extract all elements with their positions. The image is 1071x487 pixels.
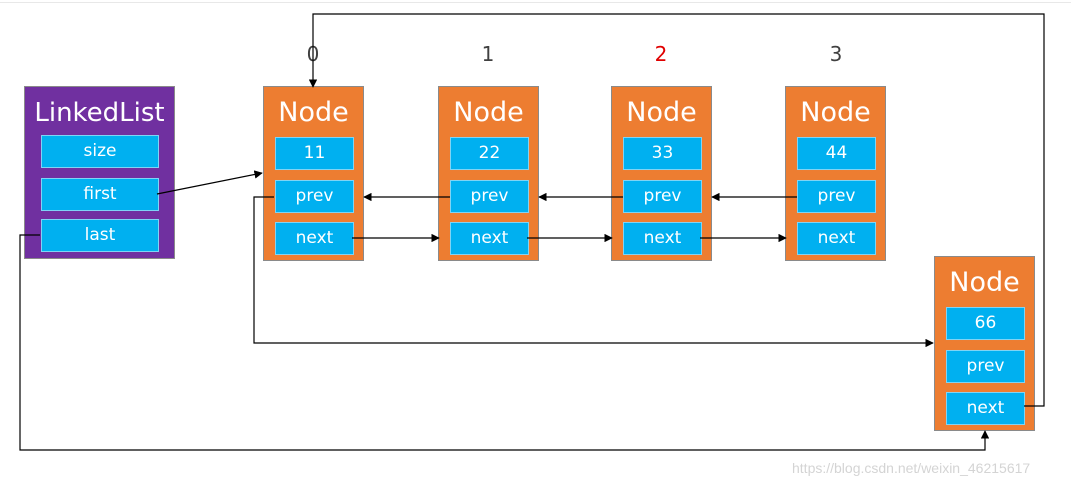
arrow-first-to-node0 (156, 170, 263, 195)
node-prev-field: prev (623, 180, 702, 213)
node-next-field: next (623, 222, 702, 255)
node-title: Node (278, 97, 349, 128)
index-label-1: 1 (481, 42, 495, 66)
node-prev-field: prev (275, 180, 354, 213)
node-box-0: Node 11 prev next (263, 86, 364, 261)
arrow-new-next-to-node0 (308, 13, 1045, 407)
node-next-field: next (797, 222, 876, 255)
node-value: 22 (450, 137, 529, 170)
linkedlist-field-first: first (41, 178, 159, 211)
arrow-last-to-new (19, 234, 990, 451)
top-border (0, 2, 1071, 3)
node-next-field: next (275, 222, 354, 255)
node-prev-field: prev (946, 350, 1025, 383)
node-next-field: next (450, 222, 529, 255)
node-next-field: next (946, 392, 1025, 425)
linkedlist-field-last: last (41, 219, 159, 252)
node-prev-field: prev (797, 180, 876, 213)
linkedlist-field-size: size (41, 135, 159, 168)
node-value: 11 (275, 137, 354, 170)
node-box-3: Node 44 prev next (785, 86, 886, 261)
node-title: Node (626, 97, 697, 128)
node-prev-field: prev (450, 180, 529, 213)
index-label-3: 3 (829, 42, 843, 66)
linkedlist-box: LinkedList size first last (24, 86, 175, 259)
node-value: 66 (946, 307, 1025, 340)
node-box-new: Node 66 prev next (934, 256, 1035, 431)
node-title: Node (949, 267, 1020, 298)
linkedlist-title: LinkedList (34, 98, 165, 128)
node-title: Node (800, 97, 871, 128)
node-box-2: Node 33 prev next (611, 86, 712, 261)
index-label-2: 2 (654, 42, 668, 66)
watermark: https://blog.csdn.net/weixin_46215617 (792, 460, 1031, 476)
node-box-1: Node 22 prev next (438, 86, 539, 261)
arrow-node0-prev-to-new (253, 196, 934, 348)
node-value: 44 (797, 137, 876, 170)
node-value: 33 (623, 137, 702, 170)
node-title: Node (453, 97, 524, 128)
